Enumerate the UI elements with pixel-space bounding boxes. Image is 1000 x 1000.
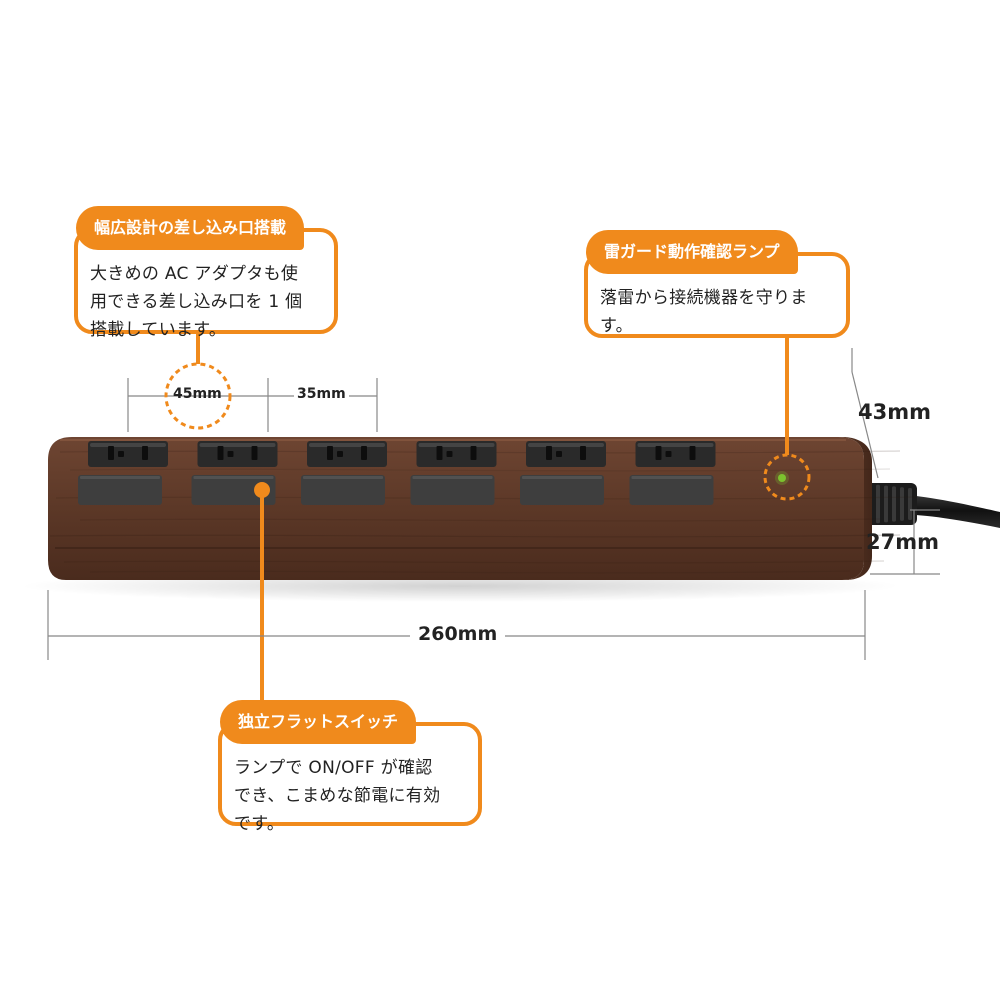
strain-relief-ring [900, 487, 904, 521]
callout-wide-outlet-text: 大きめの AC アダプタも使 用できる差し込み口を 1 個 搭載しています。 [90, 260, 324, 344]
outlet-socket-rim [637, 443, 714, 447]
flat-switch-face [78, 475, 162, 505]
flat-switch-highlight [80, 476, 160, 479]
outlet-slot [142, 446, 148, 460]
flat-switch [410, 475, 495, 505]
flat-switch [629, 475, 714, 505]
flat-switch-highlight [303, 476, 383, 479]
grain-streak [89, 570, 851, 574]
outlet-row [88, 441, 716, 467]
outlet-slot [689, 446, 696, 460]
outlet-slot [108, 446, 114, 460]
outlet-slot [251, 446, 258, 460]
outlet [416, 441, 497, 467]
dimension-height: 43mm [858, 400, 931, 424]
flat-switch-face [520, 475, 604, 505]
callout-wide-outlet-line: 大きめの AC アダプタも使 [90, 264, 299, 284]
surge-lamp [778, 474, 786, 482]
flat-switch [301, 475, 385, 505]
outlet [526, 441, 606, 467]
grain-streak [79, 518, 881, 522]
strain-relief-ring [908, 488, 912, 520]
grain-streak [69, 468, 891, 472]
callout-flat-switch: 独立フラットスイッチ ランプで ON/OFF が確認 でき、こまめな節電に有効 … [218, 700, 482, 834]
flat-switch-highlight [631, 476, 712, 479]
dimension-standard-pitch: 35mm [294, 386, 349, 402]
flat-switch-face [410, 475, 495, 505]
callout-wide-outlet-line: 用できる差し込み口を 1 個 [90, 292, 303, 312]
callout-flat-switch-title: 独立フラットスイッチ [220, 700, 417, 744]
switch-row [78, 475, 714, 505]
outlet-socket-rim [418, 443, 495, 447]
outlet [635, 441, 716, 467]
outlet-slot-small [227, 451, 234, 457]
surge-lamp-glow [775, 471, 789, 485]
power-strip-body [48, 437, 872, 580]
callout-wide-outlet: 幅広設計の差し込み口搭載 大きめの AC アダプタも使 用できる差し込み口を 1… [74, 206, 338, 340]
dimension-thickness: 27mm [866, 530, 939, 554]
outlet [197, 441, 278, 467]
outlet-slot [546, 446, 552, 460]
dimension-wide-pitch: 45mm [173, 386, 222, 402]
flat-switch-marker [254, 482, 270, 498]
callout-flat-switch-line: です。 [234, 814, 285, 834]
outlet [307, 441, 387, 467]
callout-wide-outlet-line: 搭載しています。 [90, 320, 227, 340]
flat-switch-highlight [412, 476, 493, 479]
outlet-slot-small [337, 451, 343, 457]
flat-switch [191, 475, 276, 505]
outlet-slot [327, 446, 333, 460]
flat-switch-highlight [193, 476, 274, 479]
callout-flat-switch-line: ランプで ON/OFF が確認 [234, 758, 433, 778]
callout-wide-outlet-title: 幅広設計の差し込み口搭載 [76, 206, 305, 250]
outlet-slot-small [118, 451, 124, 457]
outlet-socket-rim [309, 443, 385, 447]
outlet-slot [580, 446, 586, 460]
outlet-slot-small [446, 451, 453, 457]
strain-relief-ring [892, 486, 896, 522]
outlet-socket-rim [199, 443, 276, 447]
outlet-slot [436, 446, 443, 460]
outlet-slot-small [556, 451, 562, 457]
wide-pitch-highlight-ring [164, 362, 232, 430]
flat-switch [78, 475, 162, 505]
callout-surge-lamp-line: 落雷から接続機器を守りま [600, 288, 808, 308]
flat-switch-face [301, 475, 385, 505]
outlet [88, 441, 168, 467]
dimension-length: 260mm [410, 623, 506, 645]
flat-switch-face [191, 475, 276, 505]
flat-switch [520, 475, 604, 505]
grain-streak [63, 560, 885, 564]
callout-surge-lamp-title: 雷ガード動作確認ランプ [586, 230, 798, 274]
flat-switch-face [629, 475, 714, 505]
callout-surge-lamp-line: す。 [600, 316, 633, 336]
callout-flat-switch-text: ランプで ON/OFF が確認 でき、こまめな節電に有効 です。 [234, 754, 468, 838]
height-dimension-lines [851, 348, 940, 575]
strain-relief-ring [876, 484, 880, 524]
outlet-slot [361, 446, 367, 460]
outlet-slot [470, 446, 477, 460]
callout-flat-switch-line: でき、こまめな節電に有効 [234, 786, 441, 806]
grain-streak [49, 534, 901, 538]
callout-surge-lamp-text: 落雷から接続機器を守りま す。 [600, 284, 836, 340]
callout-surge-lamp: 雷ガード動作確認ランプ 落雷から接続機器を守りま す。 [584, 230, 850, 340]
strain-relief-ring [884, 485, 888, 523]
outlet-slot [217, 446, 224, 460]
outlet-slot-small [665, 451, 672, 457]
flat-switch-highlight [522, 476, 602, 479]
outlet-socket-rim [90, 443, 166, 447]
outlet-socket-rim [528, 443, 604, 447]
outlet-slot [655, 446, 662, 460]
